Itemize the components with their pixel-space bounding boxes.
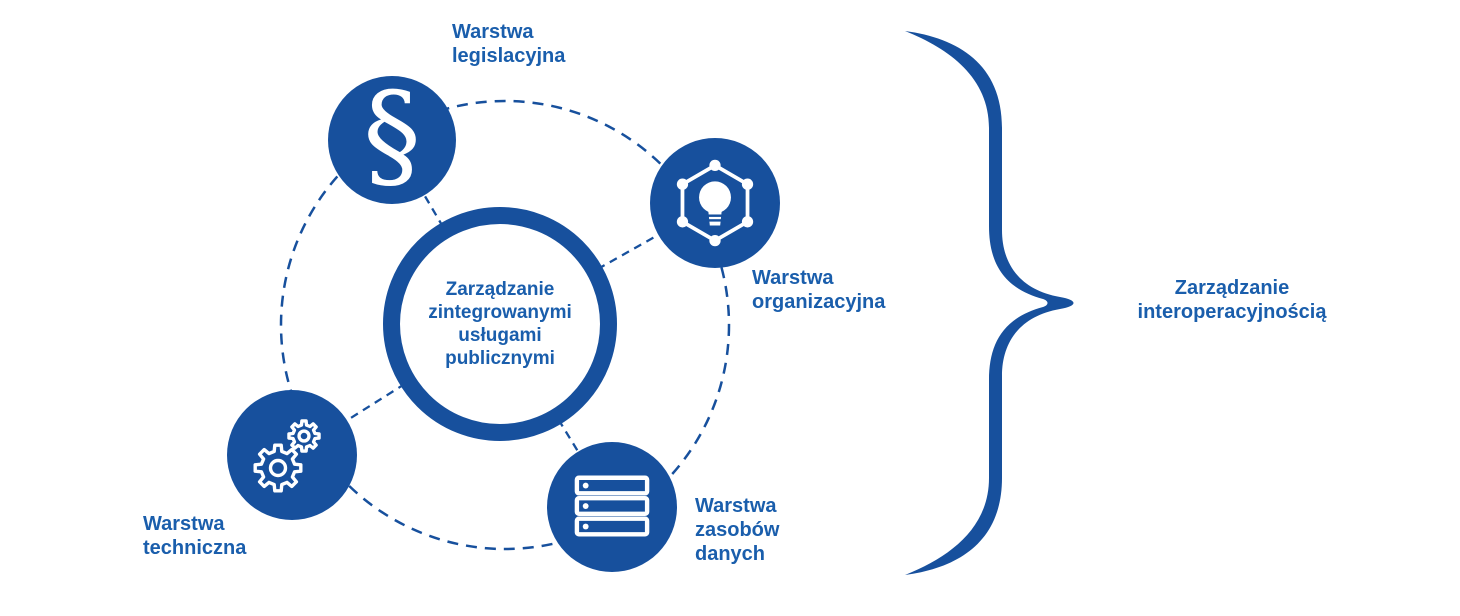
server-stack-icon: [574, 475, 650, 537]
gears-icon: [253, 419, 321, 493]
curly-brace: [905, 31, 1074, 575]
network-node-dots: [676, 159, 754, 247]
node-zasoby-danych: [547, 442, 677, 572]
label-warstwa-techniczna: Warstwa techniczna: [143, 513, 247, 559]
node-organizacyjna: [650, 138, 780, 268]
small-gear: [287, 419, 321, 453]
brace-caption: Zarządzanie interoperacyjnością: [1137, 277, 1327, 323]
section-sign-icon: §: [363, 68, 421, 203]
label-warstwa-legislacyjna: Warstwa legislacyjna: [452, 21, 566, 67]
label-warstwa-zasobow-danych: Warstwa zasobów danych: [695, 495, 780, 565]
lightbulb-network-icon: [676, 159, 754, 247]
central-node-label: Zarządzanie zintegrowanymi usługami publ…: [428, 279, 572, 369]
node-techniczna: [227, 390, 357, 520]
server-led-dots: [582, 482, 589, 530]
large-gear: [253, 443, 303, 493]
central-node: Zarządzanie zintegrowanymi usługami publ…: [383, 207, 617, 441]
label-warstwa-organizacyjna: Warstwa organizacyjna: [752, 267, 886, 313]
node-legislacyjna: §: [328, 76, 456, 204]
dashed-ring: [279, 99, 731, 551]
lightbulb-glyph: [699, 181, 731, 226]
